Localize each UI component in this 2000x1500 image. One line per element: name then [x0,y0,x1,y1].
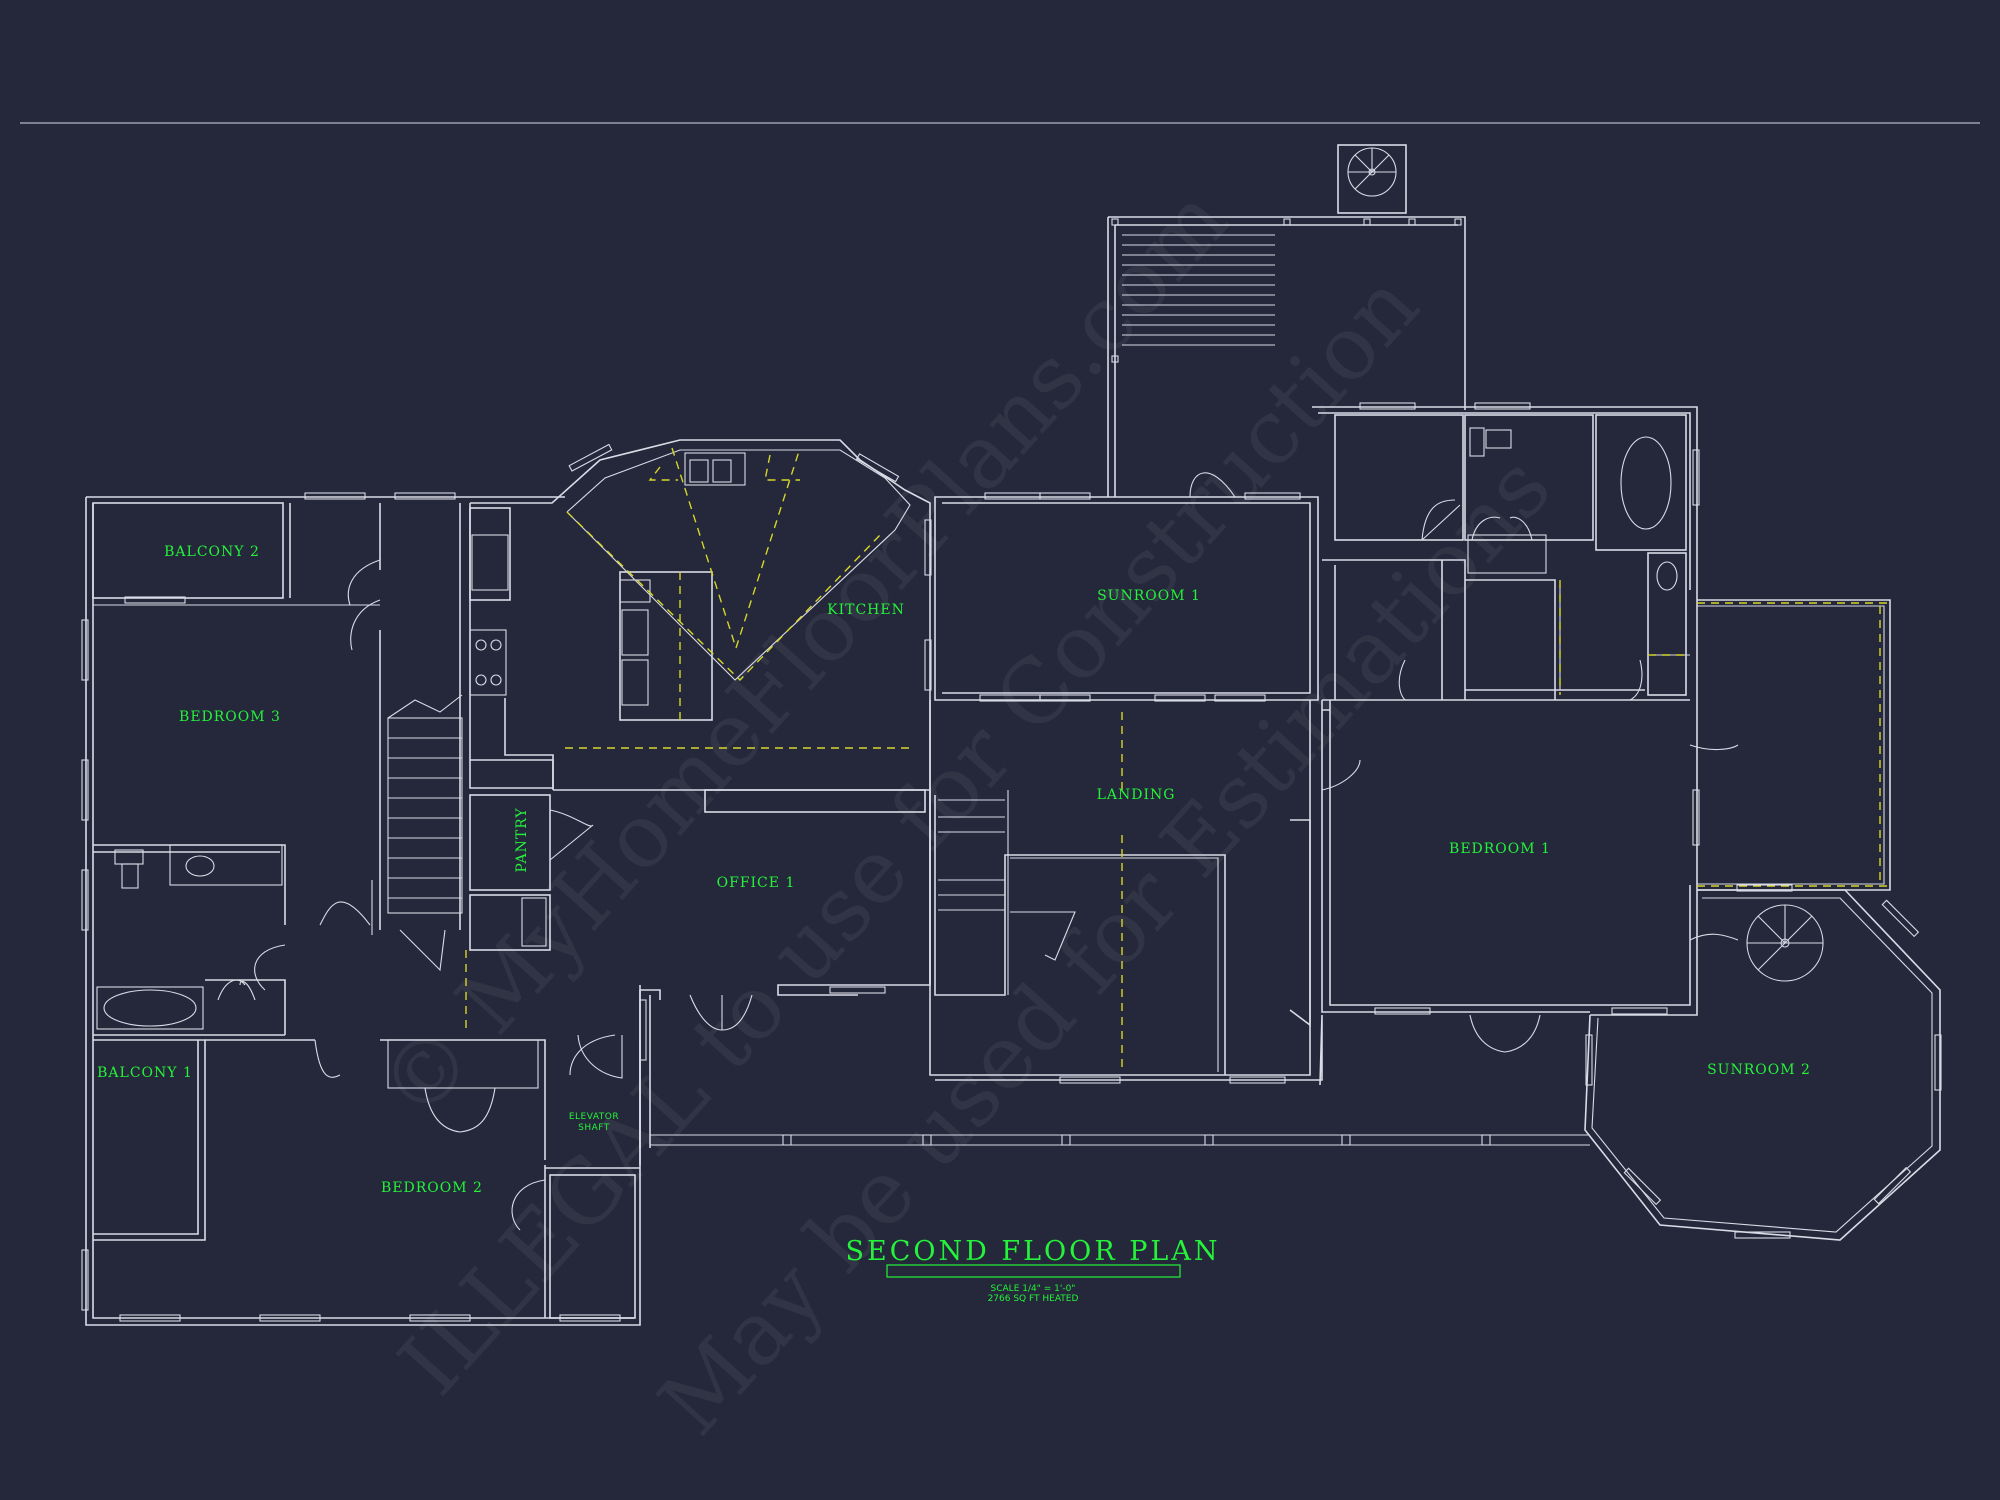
south-railing [650,1134,1590,1146]
label-bedroom-3: BEDROOM 3 [179,709,281,725]
label-pantry: PANTRY [514,807,530,872]
sunroom1-and-deck [929,144,1466,1086]
west-staircase [387,694,463,972]
plan-scale: SCALE 1/4" = 1'-0" [991,1284,1076,1294]
label-sunroom-2: SUNROOM 2 [1707,1062,1811,1078]
label-landing: LANDING [1097,787,1176,803]
label-sunroom-1: SUNROOM 1 [1097,588,1201,604]
east-wing-walls [1289,402,1942,1241]
label-balcony-1: BALCONY 1 [97,1065,193,1081]
title-block: SECOND FLOOR PLAN SCALE 1/4" = 1'-0" 276… [846,1236,1221,1304]
label-balcony-2: BALCONY 2 [164,544,260,560]
plan-title: SECOND FLOOR PLAN [846,1236,1221,1267]
label-office-1: OFFICE 1 [717,875,796,891]
label-bedroom-2: BEDROOM 2 [381,1180,483,1196]
plan-area: 2766 SQ FT HEATED [988,1294,1079,1304]
room-labels: BALCONY 2 BEDROOM 3 KITCHEN SUNROOM 1 PA… [97,544,1811,1196]
label-bedroom-1: BEDROOM 1 [1449,841,1551,857]
label-elevator: ELEVATOR [569,1112,619,1122]
dashed-overlays [465,447,1686,1070]
label-elevator-shaft: SHAFT [578,1123,610,1133]
title-underline-box [886,1264,1181,1278]
label-kitchen: KITCHEN [827,602,905,618]
